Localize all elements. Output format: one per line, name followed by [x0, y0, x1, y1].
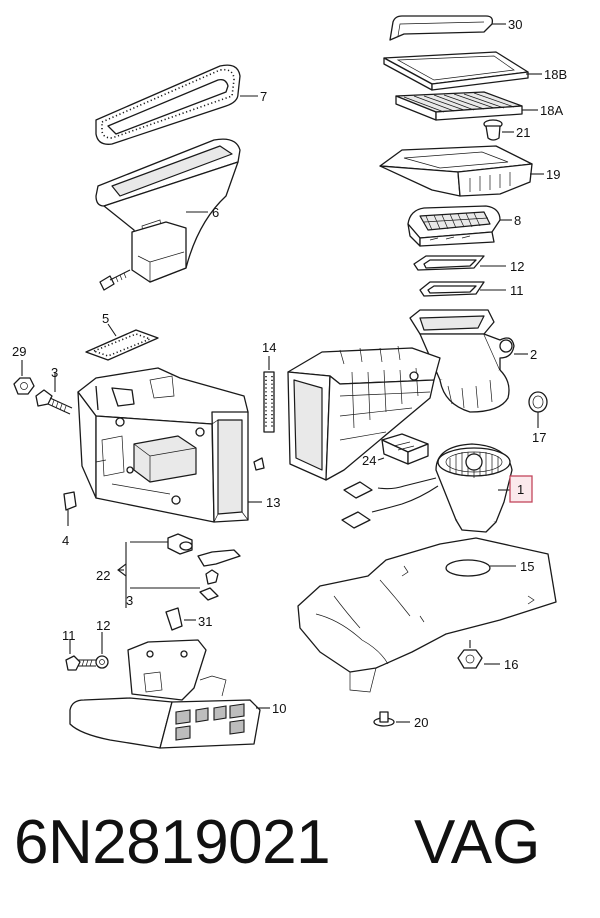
callout-24: 24 — [362, 453, 376, 468]
part-31-clip — [165, 607, 196, 631]
part-19-filter-housing — [379, 145, 544, 197]
part-15-cover-plate — [297, 537, 557, 693]
part-17-plug — [528, 391, 548, 428]
callout-10: 10 — [272, 701, 286, 716]
callout-15: 15 — [520, 559, 534, 574]
callout-22-bracket — [117, 563, 127, 577]
callout-20: 20 — [414, 715, 428, 730]
part-11-seal — [419, 281, 506, 297]
callout-18a: 18A — [540, 103, 563, 118]
part-18b-filter-frame — [383, 51, 542, 91]
callout-11-left: 11 — [62, 628, 76, 643]
part-5-gasket — [85, 323, 159, 361]
callout-12-left: 12 — [96, 618, 110, 633]
callout-12-right: 12 — [510, 259, 524, 274]
part-13-heater-housing — [77, 367, 265, 523]
screw-small — [99, 269, 131, 291]
part-3-bolt — [35, 372, 73, 415]
part-1-blower-motor — [341, 443, 513, 533]
part-24-resistor — [377, 433, 429, 465]
part-30-filter-cover — [389, 15, 506, 41]
part-14-foam-strip — [263, 356, 275, 433]
part-number-caption: 6N2819021 — [14, 808, 331, 877]
part-29-nut — [13, 360, 35, 395]
exploded-parts-diagram: 30 18B 18A 21 19 8 12 11 2 17 7 6 5 29 3… — [12, 15, 567, 749]
callout-30: 30 — [508, 17, 522, 32]
part-11-screw — [65, 640, 96, 671]
brand-caption: VAG — [414, 808, 541, 877]
callout-8: 8 — [514, 213, 521, 228]
callout-18b: 18B — [544, 67, 567, 82]
part-18a-pollen-filter — [395, 91, 538, 121]
callout-5: 5 — [102, 311, 109, 326]
part-12-gasket — [413, 255, 506, 271]
callout-16: 16 — [504, 657, 518, 672]
part-10-footwell-vent — [69, 639, 270, 749]
callout-1: 1 — [517, 482, 524, 497]
part-8-air-grille — [407, 205, 512, 247]
part-16-nut — [457, 640, 500, 669]
evaporator-housing — [287, 345, 441, 481]
callout-labels: 30 18B 18A 21 19 8 12 11 2 17 7 6 5 29 3… — [12, 17, 567, 730]
callout-11-right: 11 — [510, 283, 524, 298]
part-2-blower-housing — [409, 309, 528, 413]
callout-1-highlight: 1 — [509, 475, 533, 503]
callout-21: 21 — [516, 125, 530, 140]
part-21-grommet — [483, 119, 514, 141]
part-7-gasket-frame — [95, 64, 258, 145]
callout-31: 31 — [198, 614, 212, 629]
callout-4: 4 — [62, 533, 69, 548]
part-20-screw — [373, 711, 410, 727]
callout-14: 14 — [262, 340, 276, 355]
part-12-washer — [95, 632, 109, 669]
part-6-air-duct — [95, 138, 241, 283]
callout-17: 17 — [532, 430, 546, 445]
part-4-clip — [63, 491, 77, 526]
callout-6: 6 — [212, 205, 219, 220]
callout-13: 13 — [266, 495, 280, 510]
callout-22: 22 — [96, 568, 110, 583]
callout-2: 2 — [530, 347, 537, 362]
callout-3-upper: 3 — [51, 365, 58, 380]
callout-3-lower: 3 — [126, 593, 133, 608]
part-22-brackets — [118, 533, 241, 608]
callout-19: 19 — [546, 167, 560, 182]
callout-7: 7 — [260, 89, 267, 104]
callout-29: 29 — [12, 344, 26, 359]
